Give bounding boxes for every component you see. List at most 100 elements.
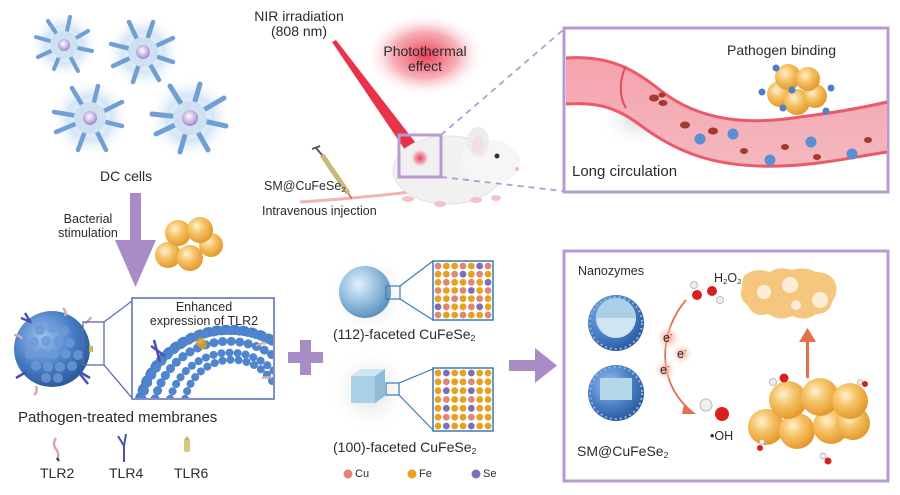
electron-label: e- xyxy=(663,330,673,346)
cu-legend-dot xyxy=(343,469,353,479)
fe-atom xyxy=(434,413,442,421)
mouse-illustration xyxy=(299,127,520,207)
h2o2-sub2: 2 xyxy=(737,276,742,286)
nir-laser-beam xyxy=(332,40,415,150)
tlr2-label: TLR2 xyxy=(40,465,75,481)
photothermal-line1: Photothermal xyxy=(383,43,467,59)
fe-atom xyxy=(467,311,475,319)
cu-atom xyxy=(442,278,450,286)
cu-atom xyxy=(459,311,467,319)
se-atom xyxy=(467,287,475,294)
fe-atom xyxy=(451,369,459,377)
fe-atom xyxy=(484,413,492,421)
fe-atom xyxy=(442,295,450,303)
cu-atom xyxy=(442,303,450,311)
fe-atom xyxy=(451,404,459,412)
electron-e: e xyxy=(663,331,670,346)
facet-112-label: (112)-faceted CuFeSe2 xyxy=(333,326,476,344)
facet-112-subscript: 2 xyxy=(470,333,476,344)
electron-label: e- xyxy=(660,362,670,378)
cu-atom xyxy=(476,270,484,278)
bacteria-cluster-icon xyxy=(155,217,223,271)
se-atom xyxy=(467,387,475,395)
cu-atom xyxy=(484,311,492,319)
h2o2-h: H xyxy=(714,271,724,285)
fe-atom xyxy=(451,387,459,395)
nir-line2: (808 nm) xyxy=(270,23,328,40)
down-arrow-icon xyxy=(115,193,156,287)
cu-atom xyxy=(467,303,475,311)
cube-nanoparticle-illustration xyxy=(326,346,434,434)
electron-sup: - xyxy=(669,330,673,339)
fe-atom xyxy=(451,262,459,270)
dc-cells-illustration xyxy=(30,11,232,160)
h2o2-molecule-icon xyxy=(690,281,724,304)
enhanced-line1: Enhanced xyxy=(175,300,233,314)
membrane-zoom-callout xyxy=(82,297,275,400)
fe-atom xyxy=(442,262,450,270)
fe-atom xyxy=(459,413,467,421)
fe-atom xyxy=(451,413,459,421)
dc-cells-label: DC cells xyxy=(100,168,153,184)
fe-atom xyxy=(467,270,475,278)
fe-atom xyxy=(459,422,467,430)
se-atom xyxy=(484,278,492,286)
cu-legend-label: Cu xyxy=(355,468,370,480)
fe-atom xyxy=(434,387,442,395)
cu-atom xyxy=(459,262,467,270)
fe-atom xyxy=(434,369,442,377)
cu-atom xyxy=(451,270,459,278)
photothermal-line2: effect xyxy=(408,58,442,75)
fe-atom xyxy=(434,404,442,412)
fe-atom xyxy=(434,378,442,386)
electron-label: e- xyxy=(677,346,687,362)
fe-atom xyxy=(459,278,467,286)
fe-atom xyxy=(434,278,442,286)
fe-atom xyxy=(476,278,484,286)
fe-atom xyxy=(459,387,467,395)
cu-atom xyxy=(484,287,492,294)
intravenous-injection-label: Intravenous injection xyxy=(262,204,377,218)
fe-atom xyxy=(459,396,467,403)
cu-atom xyxy=(442,413,450,421)
se-atom xyxy=(467,369,475,377)
stimulation-line2: stimulation xyxy=(58,225,118,240)
photothermal-label: Photothermal effect xyxy=(365,43,485,75)
enhanced-expression-label: Enhanced expression of TLR2 xyxy=(136,300,272,329)
cu-atom xyxy=(434,311,442,319)
cu-atom xyxy=(467,278,475,286)
facet-100-subscript: 2 xyxy=(471,446,477,457)
cu-atom xyxy=(467,378,475,386)
photothermal-glow xyxy=(365,13,485,97)
fe-atom xyxy=(484,369,492,377)
cu-atom xyxy=(434,287,442,294)
dc-cell xyxy=(50,78,130,158)
fe-atom xyxy=(442,311,450,319)
dc-cell xyxy=(148,76,232,160)
fe-atom xyxy=(459,303,467,311)
fe-legend-dot xyxy=(407,469,417,479)
fe-atom xyxy=(434,396,442,403)
enhanced-line2: expression of TLR2 xyxy=(149,313,259,328)
h2o2-o: O xyxy=(727,271,738,285)
projection-dashes xyxy=(440,29,564,192)
fe-atom xyxy=(451,378,459,386)
fe-atom xyxy=(476,387,484,395)
bound-pathogen-illustration xyxy=(758,64,835,115)
long-circulation-label: Long circulation xyxy=(572,163,678,180)
se-legend-dot xyxy=(471,469,481,479)
right-arrow-icon xyxy=(509,348,557,383)
h2o2-sub1: 2 xyxy=(723,276,728,286)
plus-icon xyxy=(288,340,323,375)
dc-cell xyxy=(30,11,98,79)
cu-atom xyxy=(476,295,484,303)
fe-atom xyxy=(459,295,467,303)
sm-cufese2-label: SM@CuFeSe2 xyxy=(577,443,669,461)
fe-legend-label: Fe xyxy=(419,468,432,480)
fe-atom xyxy=(484,270,492,278)
tlr4-icon xyxy=(117,433,127,462)
stimulation-line1: Bacterial xyxy=(63,212,113,226)
fe-atom xyxy=(451,396,459,403)
fe-atom xyxy=(484,303,492,311)
product-subscript: 2 xyxy=(663,450,669,461)
